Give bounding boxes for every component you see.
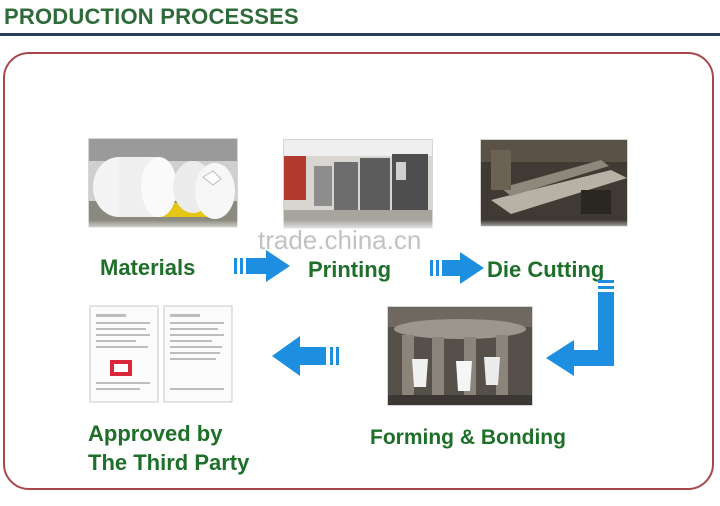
arrow-down-left-icon [546,280,622,380]
step-label-forming-bonding: Forming & Bonding [370,426,566,449]
arrow-left-icon [272,336,342,376]
forming-bonding-photo [387,306,533,406]
arrow-right-icon [430,251,484,285]
image-fade-band [84,220,644,242]
materials-photo [88,138,238,228]
step-label-printing: Printing [308,257,392,282]
watermark-text: trade.china.cn [258,225,422,255]
arrow-right-icon [234,249,290,283]
certificates-photo [88,304,234,404]
step-label-approved-line1: Approved by [88,421,223,446]
title-underline [0,33,720,36]
process-panel [3,52,714,490]
step-label-approved-line2: The Third Party [88,450,250,475]
step-label-die-cutting: Die Cutting [487,257,605,282]
step-label-materials: Materials [100,255,196,280]
printing-photo [283,139,433,229]
page-title: PRODUCTION PROCESSES [4,4,299,29]
die-cutting-photo [480,139,628,227]
